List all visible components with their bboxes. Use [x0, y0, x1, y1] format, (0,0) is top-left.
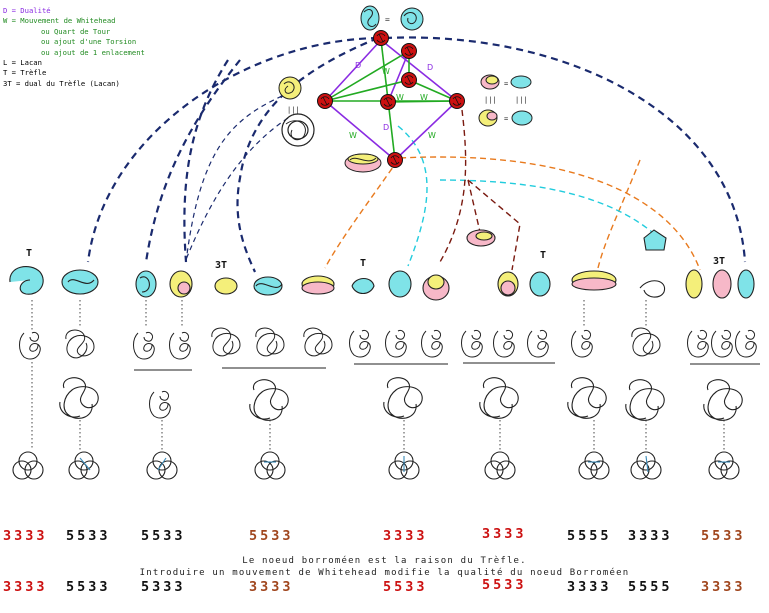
- legend-enlacement: ou ajout de 1 enlacement: [41, 47, 145, 57]
- legend-dual-trefle: 3T = dual du Trèfle (Lacan): [3, 78, 120, 88]
- dotted-connectors: [31, 300, 725, 450]
- mid-knot-row: [19, 327, 757, 360]
- navy-thin-dashes: [184, 95, 289, 263]
- label-3t-1: 3T: [215, 260, 227, 271]
- code-col-2-top: 5533: [66, 528, 111, 544]
- code-col-2-bottom: 5533: [66, 579, 111, 595]
- legend-quart-de-tour: ou Quart de Tour: [41, 26, 111, 36]
- code-col-1-bottom: 3333: [3, 579, 48, 595]
- graph-node-2: [401, 43, 417, 59]
- big-knot-row: [59, 377, 743, 421]
- code-col-3-bottom: 5333: [141, 579, 186, 595]
- caption-line-1: Le noeud borroméen est la raison du Trèf…: [242, 556, 527, 566]
- orange-dashed-arcs: [324, 156, 701, 271]
- code-col-3-top: 5533: [141, 528, 186, 544]
- edge-label-w-bottom: W: [428, 131, 436, 140]
- code-col-7-top: 5555: [567, 528, 612, 544]
- code-col-6-bottom: 5533: [482, 577, 527, 593]
- code-col-2: 5533 5533: [66, 494, 111, 613]
- code-col-5: 3333 5533: [383, 494, 428, 613]
- code-col-8-top: 3333: [628, 528, 673, 544]
- graph-node-3: [401, 72, 417, 88]
- graph-node-4: [317, 93, 333, 109]
- code-col-7: 5555 3333: [567, 494, 612, 613]
- edge-label-d-left: D: [355, 61, 361, 70]
- legend-trefle: T = Trèfle: [3, 68, 47, 78]
- graph-node-7: [387, 152, 403, 168]
- code-col-8-bottom: 5555: [628, 579, 673, 595]
- svg-text:|||: |||: [287, 106, 300, 114]
- edge-label-d-bottom: D: [383, 123, 389, 132]
- left-knot-colored: [278, 76, 302, 100]
- caption-line-2: Introduire un mouvement de Whitehead mod…: [139, 568, 630, 578]
- code-col-4-top: 5533: [249, 528, 294, 544]
- legend-duality: D = Dualité: [3, 6, 51, 15]
- edge-label-w-top: W: [382, 67, 390, 76]
- borromean-row: [12, 451, 740, 480]
- svg-text:|||: |||: [484, 96, 497, 104]
- code-col-4: 5533 3333: [249, 494, 294, 613]
- code-col-1: 3333 3333: [3, 494, 48, 613]
- group-underlines: [134, 362, 760, 371]
- colored-knot-row: [9, 229, 755, 301]
- code-col-9: 5533 3333: [701, 494, 746, 613]
- code-col-7-bottom: 3333: [567, 579, 612, 595]
- code-col-5-top: 3333: [383, 528, 428, 544]
- code-col-6-top: 3333: [482, 526, 527, 542]
- svg-text:=: =: [504, 80, 508, 88]
- svg-text:=: =: [504, 115, 508, 123]
- graph-node-5: [380, 94, 396, 110]
- code-col-9-top: 5533: [701, 528, 746, 544]
- left-knot-bw: [281, 113, 315, 147]
- code-col-4-bottom: 3333: [249, 579, 294, 595]
- label-3t-2: 3T: [713, 256, 725, 267]
- legend: D = Dualité W = Mouvement de Whitehead o…: [3, 6, 145, 89]
- legend-whitehead: W = Mouvement de Whitehead: [3, 16, 116, 26]
- edge-label-w-right: W: [420, 93, 428, 102]
- knot-diagram: D D D W W W W W = ||| =: [9, 5, 760, 480]
- edge-label-d-right: D: [427, 63, 433, 72]
- cyan-dashed-arcs: [397, 125, 653, 267]
- right-knots: = ||| ||| =: [478, 74, 533, 127]
- legend-torsion: ou ajout d'une Torsion: [41, 37, 137, 47]
- code-col-5-bottom: 5533: [383, 579, 428, 595]
- label-trefle-3: T: [540, 250, 546, 261]
- code-col-3: 5533 5333: [141, 494, 186, 613]
- code-col-8: 3333 5555: [628, 494, 673, 613]
- edge-label-w-center: W: [396, 93, 404, 102]
- code-col-9-bottom: 3333: [701, 579, 746, 595]
- top-graph: D D D W W W W W = ||| =: [278, 5, 533, 173]
- top-knot-right: [400, 7, 424, 31]
- graph-node-1: [373, 30, 389, 46]
- graph-node-6: [449, 93, 465, 109]
- blue-crossing-marks: [79, 455, 730, 473]
- code-col-6: 3333 5533: [482, 492, 527, 611]
- edge-label-w-left: W: [349, 131, 357, 140]
- code-col-1-top: 3333: [3, 528, 48, 544]
- navy-dashed-arcs: [86, 36, 747, 273]
- svg-text:|||: |||: [515, 96, 528, 104]
- label-trefle-1: T: [26, 248, 32, 259]
- label-trefle-2: T: [360, 258, 366, 269]
- legend-lacan: L = Lacan: [3, 58, 42, 68]
- brown-dashed-arcs: [439, 109, 521, 271]
- top-knot-eq: =: [385, 15, 390, 24]
